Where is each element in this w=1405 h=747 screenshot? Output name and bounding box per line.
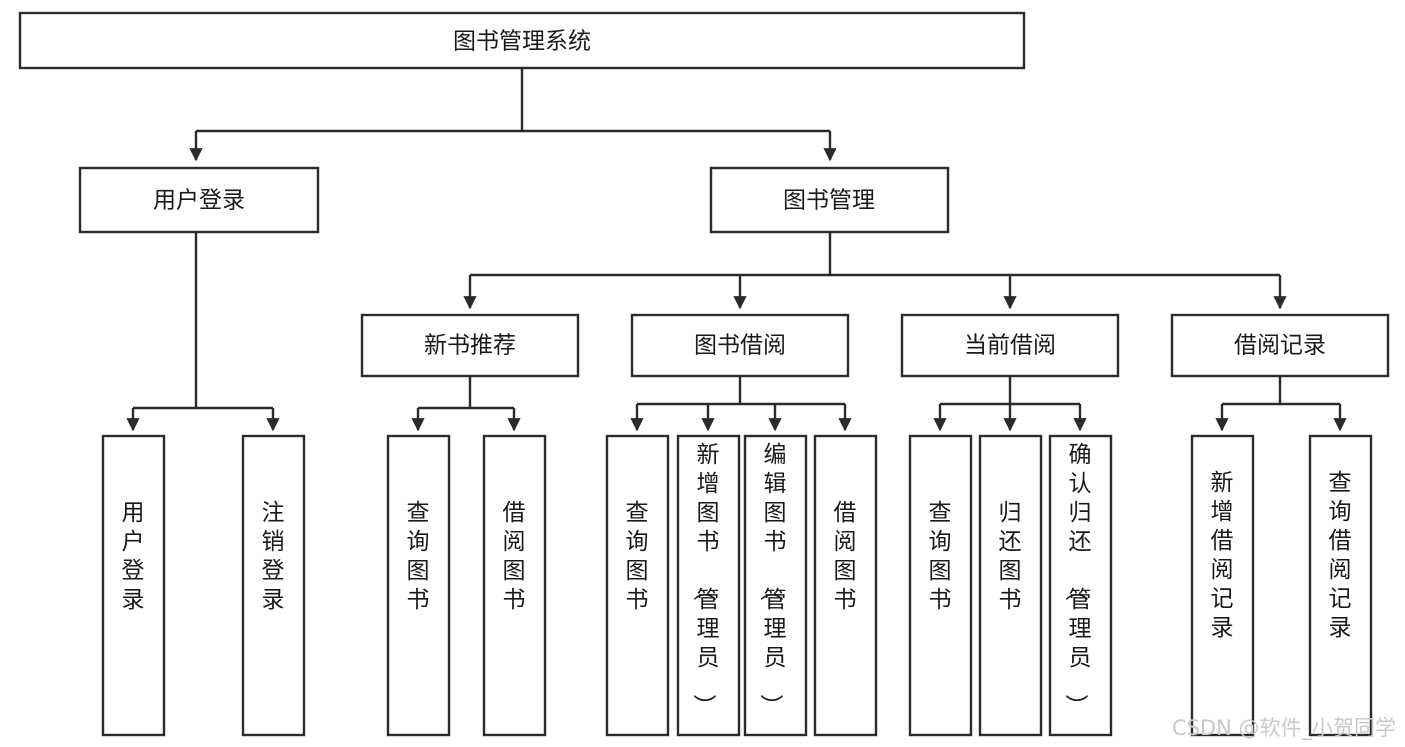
node-new-book-recommend-rect[interactable]: [360, 313, 580, 378]
node-current-borrow-label: 当前借阅: [964, 333, 1056, 359]
node-leaf-logout-login-label: 注销登录: [262, 500, 285, 613]
node-leaf-query-book-1-label: 查询图书: [407, 500, 430, 613]
node-book-borrow-label: 图书借阅: [694, 333, 786, 359]
node-leaf-confirm-return[interactable]: 确认归还（管理员）: [1048, 434, 1113, 737]
node-leaf-query-book-1[interactable]: 查询图书: [386, 434, 451, 737]
node-leaf-user-login-rect[interactable]: [101, 434, 166, 737]
node-leaf-add-record-label: 新增借阅记录: [1211, 470, 1234, 641]
node-leaf-add-book-label: 新增图书（管理员）: [691, 442, 720, 717]
node-book-borrow[interactable]: 图书借阅: [630, 313, 850, 378]
node-user-login-rect[interactable]: [78, 166, 320, 234]
node-leaf-user-login-label: 用户登录: [122, 500, 145, 613]
node-leaf-borrow-book-1-label: 借阅图书: [503, 500, 526, 613]
node-leaf-edit-book-label: 编辑图书（管理员）: [758, 442, 787, 717]
node-leaf-query-book-2[interactable]: 查询图书: [605, 434, 670, 737]
node-leaf-edit-book[interactable]: 编辑图书（管理员）: [743, 434, 808, 737]
node-leaf-confirm-return-rect[interactable]: [1048, 434, 1113, 737]
node-leaf-return-book[interactable]: 归还图书: [978, 434, 1043, 737]
node-leaf-query-record-label: 查询借阅记录: [1329, 470, 1352, 641]
node-book-management-rect[interactable]: [709, 166, 950, 234]
node-leaf-query-record[interactable]: 查询借阅记录: [1308, 434, 1373, 737]
node-leaf-add-record[interactable]: 新增借阅记录: [1190, 434, 1255, 737]
node-leaf-query-record-rect[interactable]: [1308, 434, 1373, 737]
node-borrow-record[interactable]: 借阅记录: [1170, 313, 1390, 378]
node-leaf-query-book-3[interactable]: 查询图书: [908, 434, 973, 737]
node-leaf-borrow-book-2-rect[interactable]: [813, 434, 878, 737]
node-leaf-logout-login[interactable]: 注销登录: [241, 434, 306, 737]
node-leaf-borrow-book-1-rect[interactable]: [482, 434, 547, 737]
node-book-borrow-rect[interactable]: [630, 313, 850, 378]
node-root-label: 图书管理系统: [453, 29, 591, 55]
watermark-label: CSDN @软件_小贺同学: [1172, 716, 1396, 741]
node-leaf-borrow-book-1[interactable]: 借阅图书: [482, 434, 547, 737]
node-user-login-label: 用户登录: [153, 188, 245, 214]
node-leaf-query-book-1-rect[interactable]: [386, 434, 451, 737]
node-user-login[interactable]: 用户登录: [78, 166, 320, 234]
node-new-book-recommend[interactable]: 新书推荐: [360, 313, 580, 378]
node-borrow-record-label: 借阅记录: [1234, 333, 1326, 359]
node-current-borrow-rect[interactable]: [900, 313, 1120, 378]
node-leaf-add-book-rect[interactable]: [676, 434, 741, 737]
node-book-management[interactable]: 图书管理: [709, 166, 950, 234]
node-leaf-return-book-label: 归还图书: [999, 500, 1022, 613]
node-new-book-recommend-label: 新书推荐: [424, 333, 516, 359]
node-leaf-borrow-book-2-label: 借阅图书: [834, 500, 857, 613]
node-leaf-query-book-2-label: 查询图书: [626, 500, 649, 613]
node-leaf-logout-login-rect[interactable]: [241, 434, 306, 737]
node-leaf-query-book-3-label: 查询图书: [929, 500, 952, 613]
node-leaf-edit-book-rect[interactable]: [743, 434, 808, 737]
node-leaf-confirm-return-label: 确认归还（管理员）: [1063, 442, 1092, 717]
node-book-management-label: 图书管理: [783, 188, 875, 214]
node-root-rect[interactable]: [18, 11, 1026, 70]
node-leaf-query-book-3-rect[interactable]: [908, 434, 973, 737]
node-current-borrow[interactable]: 当前借阅: [900, 313, 1120, 378]
edges-group: [126, 68, 1347, 432]
node-leaf-add-record-rect[interactable]: [1190, 434, 1255, 737]
node-borrow-record-rect[interactable]: [1170, 313, 1390, 378]
node-leaf-return-book-rect[interactable]: [978, 434, 1043, 737]
node-leaf-borrow-book-2[interactable]: 借阅图书: [813, 434, 878, 737]
node-root[interactable]: 图书管理系统: [18, 11, 1026, 70]
node-leaf-add-book[interactable]: 新增图书（管理员）: [676, 434, 741, 737]
node-leaf-query-book-2-rect[interactable]: [605, 434, 670, 737]
node-leaf-user-login[interactable]: 用户登录: [101, 434, 166, 737]
